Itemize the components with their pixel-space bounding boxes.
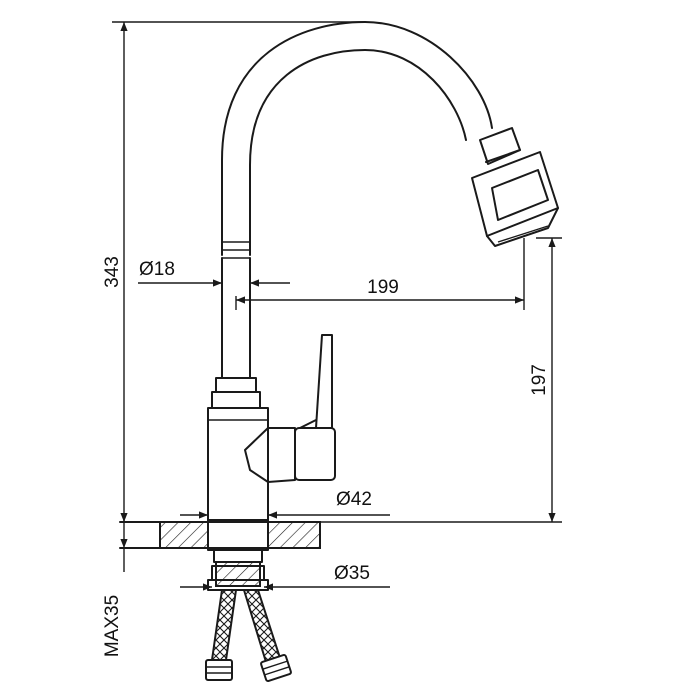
max-thickness-label: MAX35 — [102, 595, 123, 657]
mounting-shank — [207, 547, 269, 591]
dimension-spout-reach: 199 — [235, 238, 525, 310]
dimension-max-thickness: MAX35 — [102, 520, 128, 657]
dimension-body-diameter: Ø42 — [180, 489, 390, 519]
flexible-spout — [221, 21, 493, 259]
total-height-label: 343 — [102, 256, 123, 288]
riser-tube — [211, 257, 261, 409]
countertop-section — [119, 519, 321, 551]
shank-diameter-label: Ø35 — [334, 563, 370, 584]
dimension-shank-diameter: Ø35 — [180, 563, 390, 591]
spout-height-label: 197 — [529, 364, 550, 396]
dimension-hose-diameter: Ø18 — [138, 259, 290, 287]
dimension-spout-height: 197 — [320, 237, 562, 523]
spray-head — [471, 127, 559, 247]
body-diameter-label: Ø42 — [336, 489, 372, 510]
faucet-outline — [119, 21, 559, 683]
spout-reach-label: 199 — [367, 277, 399, 298]
supply-hoses — [205, 589, 292, 683]
lever-handle — [244, 334, 336, 483]
dimension-lines: 343 Ø18 199 197 Ø42 — [102, 21, 562, 657]
mixer-body — [207, 407, 269, 521]
hose-diameter-label: Ø18 — [139, 259, 175, 280]
dimension-total-height: 343 — [102, 21, 364, 522]
